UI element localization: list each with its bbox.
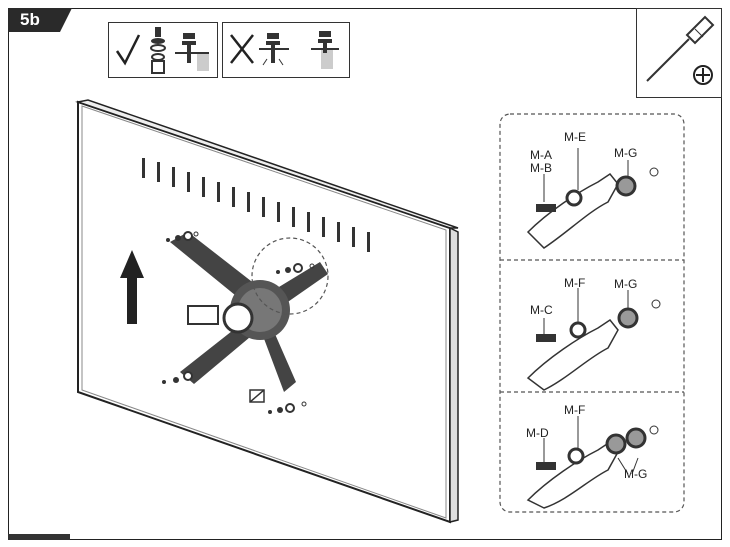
label-m-f-b: M-F <box>564 276 586 290</box>
tv-mount-illustration <box>75 99 459 524</box>
label-m-e: M-E <box>564 130 586 144</box>
label-m-g-c: M-G <box>624 467 648 481</box>
phillips-screwdriver-icon <box>646 15 715 85</box>
step-tab-shape <box>8 8 72 32</box>
label-m-a: M-A <box>530 148 552 162</box>
cross-icon <box>230 34 254 64</box>
screw-too-short-icon <box>311 31 339 69</box>
step-tab: 5b <box>8 8 72 32</box>
detail-c-illustration <box>526 425 659 509</box>
detail-b-illustration <box>526 299 661 391</box>
label-m-f-c: M-F <box>564 403 586 417</box>
vent-slots <box>142 158 370 252</box>
label-m-g-b: M-G <box>614 277 638 291</box>
label-m-c: M-C <box>530 303 553 317</box>
detail-a-illustration <box>526 167 659 249</box>
detail-panel <box>499 113 685 513</box>
detail-callout-circle <box>251 237 329 315</box>
installed-screw-icon <box>175 33 209 71</box>
bottom-tab <box>8 534 70 540</box>
bolt-stack-icon <box>150 27 166 74</box>
correct-hardware-illustration <box>115 27 209 74</box>
label-m-d: M-D <box>526 426 549 440</box>
correct-hardware-box <box>108 22 218 78</box>
checkmark-icon <box>115 34 141 66</box>
screw-too-long-icon <box>259 33 289 66</box>
tv-logo-mark <box>249 389 265 403</box>
step-number: 5b <box>20 10 40 29</box>
screws-and-washers <box>162 231 315 414</box>
label-m-g-a: M-G <box>614 146 638 160</box>
incorrect-hardware-box <box>222 22 350 78</box>
leader-lines <box>543 148 639 475</box>
up-arrow-icon <box>120 250 144 324</box>
label-m-b: M-B <box>530 161 552 175</box>
mount-bracket <box>170 232 328 392</box>
incorrect-hardware-illustration <box>230 31 339 69</box>
tool-box <box>636 8 722 98</box>
